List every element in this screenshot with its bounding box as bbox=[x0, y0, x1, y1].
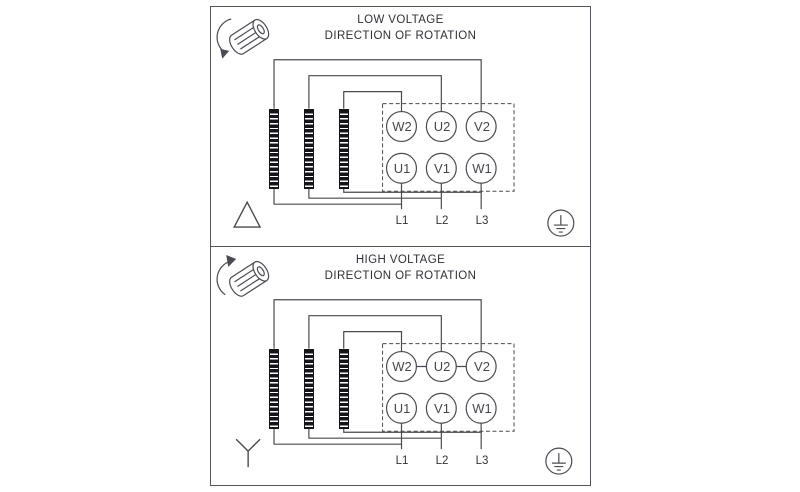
low-voltage-wiring bbox=[216, 18, 575, 237]
line-label-l3: L3 bbox=[475, 455, 489, 467]
terminal-label-v1: V1 bbox=[434, 161, 450, 176]
terminal-label-v2: V2 bbox=[474, 359, 490, 374]
earth-ground-icon bbox=[545, 447, 573, 475]
terminal-link-bar bbox=[304, 349, 314, 429]
terminal-circle-w2 bbox=[385, 350, 418, 383]
panel-title: HIGH VOLTAGE bbox=[355, 254, 446, 266]
terminal-label-u1: U1 bbox=[393, 401, 411, 416]
terminal-circle-u1 bbox=[385, 392, 418, 424]
earth-ground-icon bbox=[547, 209, 575, 237]
terminal-label-w2: W2 bbox=[392, 359, 412, 374]
terminal-circle-u2 bbox=[425, 350, 457, 383]
rotation-direction-icon bbox=[216, 18, 270, 59]
line-label-l3: L3 bbox=[475, 215, 489, 227]
terminal-label-w2: W2 bbox=[392, 119, 412, 134]
line-label-l2: L2 bbox=[435, 455, 449, 467]
terminal-circle-v1 bbox=[425, 392, 457, 424]
terminal-circle-v2 bbox=[465, 110, 497, 143]
terminal-link-bar bbox=[269, 109, 279, 189]
wire-runs bbox=[273, 59, 482, 210]
panel-high-voltage: HIGH VOLTAGE DIRECTION OF ROTATION W2 U2… bbox=[211, 247, 590, 487]
panel-subtitle: DIRECTION OF ROTATION bbox=[324, 270, 477, 282]
terminal-label-w1: W1 bbox=[472, 161, 492, 176]
terminal-circle-w2 bbox=[385, 110, 418, 143]
terminal-link-bar bbox=[304, 109, 314, 189]
wye-connection-icon bbox=[235, 438, 261, 468]
terminal-circle-u1 bbox=[385, 152, 418, 184]
delta-connection-icon bbox=[233, 200, 262, 228]
panel-low-voltage: LOW VOLTAGE DIRECTION OF ROTATION W2 U2 … bbox=[211, 7, 590, 247]
terminal-label-w1: W1 bbox=[472, 401, 492, 416]
terminal-circle-w1 bbox=[465, 152, 497, 184]
terminal-label-v2: V2 bbox=[474, 119, 490, 134]
line-label-l1: L1 bbox=[395, 455, 409, 467]
diagram-frame: LOW VOLTAGE DIRECTION OF ROTATION W2 U2 … bbox=[210, 6, 591, 486]
terminal-label-u1: U1 bbox=[393, 161, 411, 176]
terminal-circle-w1 bbox=[465, 392, 497, 424]
terminal-circle-v1 bbox=[425, 152, 457, 184]
high-voltage-wiring bbox=[216, 254, 573, 475]
panel-title: LOW VOLTAGE bbox=[357, 14, 444, 26]
terminal-label-u2: U2 bbox=[433, 119, 451, 134]
terminal-link-bar bbox=[269, 349, 279, 429]
terminal-circle-v2 bbox=[465, 350, 497, 383]
terminal-link-bar bbox=[339, 349, 349, 429]
terminal-label-u2: U2 bbox=[433, 359, 451, 374]
arrowhead-icon bbox=[220, 48, 230, 59]
wire-runs bbox=[273, 299, 482, 450]
terminal-circle-u2 bbox=[425, 110, 457, 143]
line-label-l1: L1 bbox=[395, 215, 409, 227]
terminal-label-v1: V1 bbox=[434, 401, 450, 416]
rotation-direction-icon bbox=[216, 254, 270, 297]
terminal-link-bar bbox=[339, 109, 349, 189]
panel-subtitle: DIRECTION OF ROTATION bbox=[324, 30, 477, 42]
arrowhead-icon bbox=[226, 254, 237, 267]
line-label-l2: L2 bbox=[435, 215, 449, 227]
